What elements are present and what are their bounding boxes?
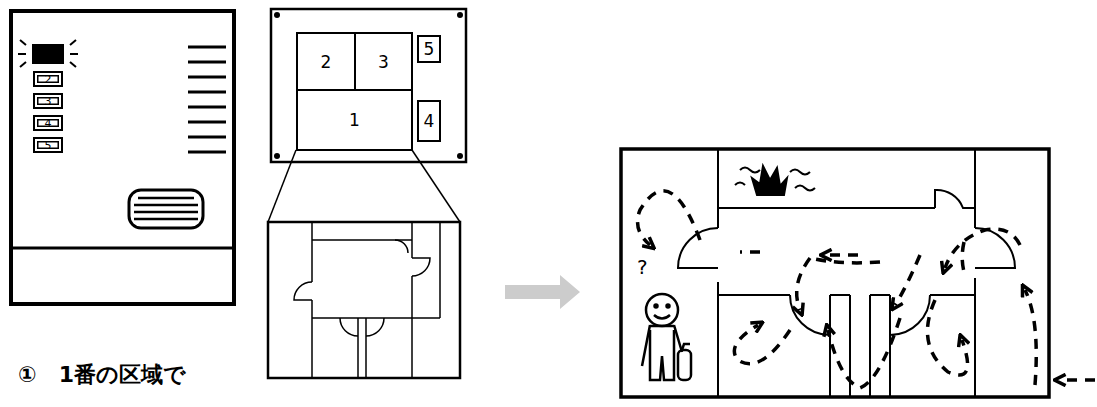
zone-indicator: 4 [33,115,63,131]
zone-number: 3 [45,95,52,108]
zone-indicator: 2 [33,71,63,87]
floor-plan [621,149,1095,397]
zone-number: 2 [45,73,52,86]
zone-number: 5 [424,39,435,59]
zone-box: 2 [296,32,356,91]
alarm-panel [11,11,234,304]
zone-box: 5 [417,35,441,63]
zone-box: 1 [296,89,413,151]
zone-number: 4 [45,117,52,130]
zone-number: 2 [321,52,332,72]
zone-number: 1 [349,110,360,130]
zone-map [268,9,466,378]
zone-indicator: 3 [33,93,63,109]
person-with-extinguisher [642,294,691,380]
zone-box: 3 [354,32,413,91]
zone-number: 4 [424,111,435,131]
zone-number: 5 [45,139,52,152]
zone-indicator: 5 [33,137,63,153]
transition-arrow [505,275,580,309]
zone-box: 4 [417,100,441,142]
question-mark: ? [637,255,648,279]
step-caption: ① 1番の区域で [18,360,186,390]
fire-symbol [735,166,815,195]
zone-number: 3 [378,52,389,72]
